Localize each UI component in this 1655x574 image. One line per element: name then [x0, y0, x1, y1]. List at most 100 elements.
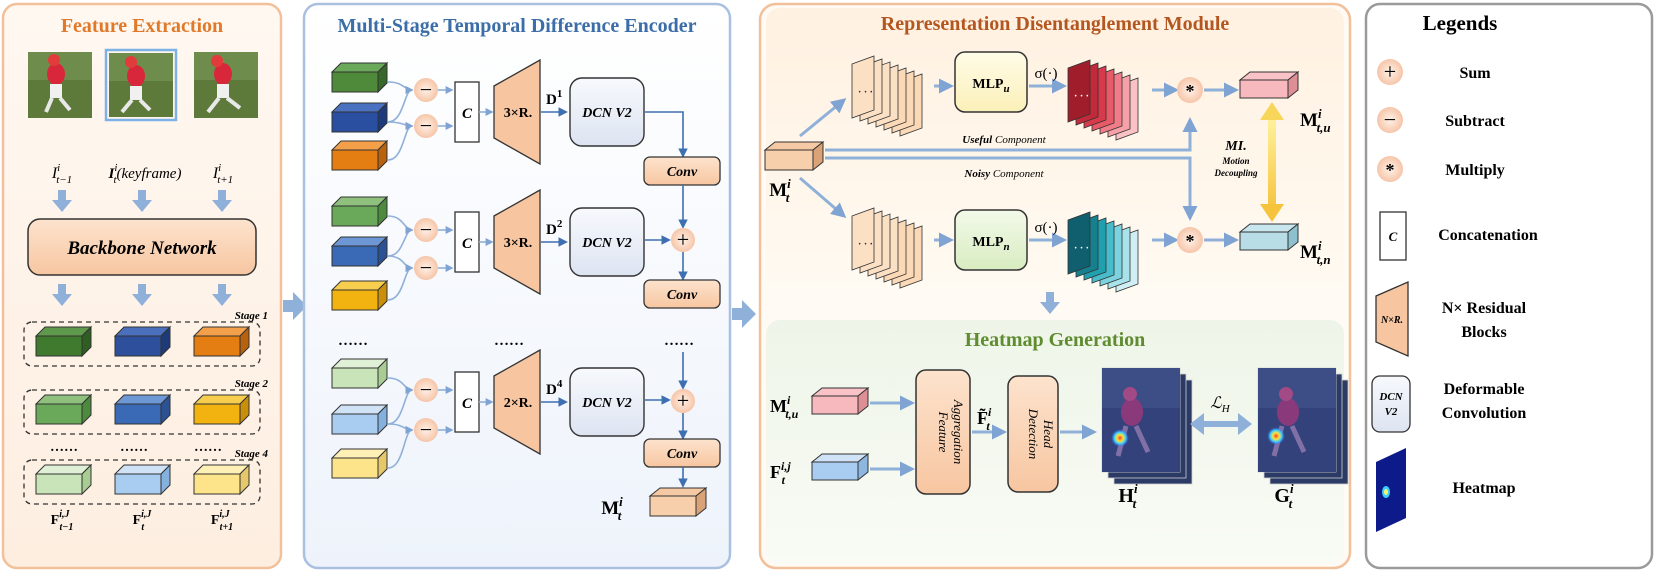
subtract-node [414, 218, 438, 242]
concat-symbol: C [462, 106, 473, 122]
mstde-output-cube [648, 486, 708, 518]
conv-label-2: Conv [667, 288, 698, 303]
svg-text:+: + [677, 227, 689, 252]
feature-cube [34, 325, 93, 358]
stack-dots: · · · [858, 239, 873, 250]
legend-dcn-icon [1371, 375, 1411, 433]
stage-dots-2: …… [120, 440, 148, 455]
loss-arrow [1190, 413, 1252, 435]
dcn-label: DCN V2 [581, 106, 631, 121]
video-frame-prev [28, 52, 92, 118]
mlp-u-box [954, 51, 1028, 113]
heatmap-input-f-cube [810, 452, 870, 482]
legend-subtract-icon [1377, 107, 1403, 133]
legend-heatmap-icon [1376, 448, 1406, 532]
sigma-u: σ(·) [1034, 66, 1057, 82]
arrow-mstde-to-rdm [732, 300, 756, 328]
feature-aggregation-box [915, 369, 971, 495]
stack-noisy-input: · · · [851, 207, 923, 289]
feature-cube [113, 463, 172, 496]
panel-rdm: Representation Disentanglement Module Mi… [758, 2, 1352, 570]
heatmap-prediction-stack [1101, 367, 1193, 485]
svg-text:Stage 1: Stage 1 [235, 310, 268, 322]
residual-label: 3×R. [504, 106, 533, 121]
input-cube [330, 235, 389, 268]
svg-text:*: * [1186, 231, 1195, 251]
legend-sum-label: Sum [1459, 65, 1491, 82]
input-cube [330, 139, 389, 172]
legend-heatmap-label: Heatmap [1452, 480, 1515, 497]
video-frame-next [194, 52, 258, 118]
panel-title-feature-extraction: Feature Extraction [61, 15, 223, 37]
panel-legends: Legends + Sum − Subtract * Multiply C Co… [1364, 2, 1654, 570]
feature-cubes [34, 325, 251, 496]
stage-dots-1: …… [50, 440, 78, 455]
svg-text:+: + [677, 388, 689, 413]
legend-multiply-label: Multiply [1445, 162, 1505, 179]
conv-box-2 [643, 279, 721, 309]
backbone-network-label: Backbone Network [66, 238, 217, 259]
residual-block [493, 348, 541, 456]
residual-label: 2×R. [504, 396, 533, 411]
svg-text:*: * [1386, 160, 1395, 180]
difference-label: D4 [546, 378, 563, 398]
heatmap-input-u-cube [810, 386, 870, 416]
subtract-symbol: − [420, 77, 432, 102]
mi-label: MI. [1224, 139, 1246, 154]
detection-head-label-1: Detection [1026, 408, 1041, 460]
sigma-n: σ(·) [1034, 220, 1057, 236]
svg-text:C: C [1389, 229, 1398, 244]
feature-cube [192, 463, 251, 496]
residual-block [493, 58, 541, 166]
arrow-fe-to-mstde [283, 292, 307, 320]
detection-head-box [1007, 375, 1059, 493]
stack-noisy-weighted: · · · [1067, 211, 1139, 293]
input-cube [330, 403, 389, 436]
svg-text:*: * [1186, 81, 1195, 101]
mstde-input-cubes [330, 61, 389, 480]
svg-text:DCN: DCN [1378, 391, 1403, 403]
dcn-box [569, 77, 645, 147]
legend-multiply-icon [1377, 156, 1403, 182]
dcn-label: DCN V2 [581, 396, 631, 411]
mstde-dots-left: …… [338, 333, 368, 349]
mi-motion-label: Motion [1221, 156, 1249, 166]
noisy-component-label: Noisy Component [963, 168, 1044, 180]
stage-2-group: Stage 2 [23, 378, 268, 435]
svg-text:Stage 4: Stage 4 [235, 448, 269, 460]
legend-concat-label: Concatenation [1438, 227, 1538, 244]
subtract-symbol: − [420, 377, 432, 402]
panel-title-heatmap: Heatmap Generation [965, 329, 1146, 351]
conv-box-1 [643, 156, 721, 186]
input-cube [330, 279, 389, 312]
rdm-output-u-cube [1238, 70, 1300, 100]
legends-title: Legends [1423, 11, 1498, 35]
video-frame-keyframe [104, 48, 178, 122]
concat-symbol: C [462, 396, 473, 412]
panel-title-mstde: Multi-Stage Temporal Difference Encoder [337, 15, 696, 37]
legend-deformable-label-2: Convolution [1442, 405, 1527, 422]
mlp-n-label: MLPn [972, 235, 1009, 253]
feature-aggregation-label-2: Aggregation [951, 399, 966, 465]
subtract-node [414, 114, 438, 138]
multiply-node-n [1177, 227, 1203, 253]
feature-cube [113, 325, 172, 358]
mlp-n-box [954, 209, 1028, 271]
subtract-symbol: − [420, 255, 432, 280]
dcn-label: DCN V2 [581, 236, 631, 251]
legend-residual-label-2: Blocks [1461, 324, 1506, 341]
panel-feature-extraction: Feature Extraction [1, 2, 283, 570]
dcn-box [569, 207, 645, 277]
mstde-merge-column: Conv + Conv + Conv [643, 111, 721, 488]
